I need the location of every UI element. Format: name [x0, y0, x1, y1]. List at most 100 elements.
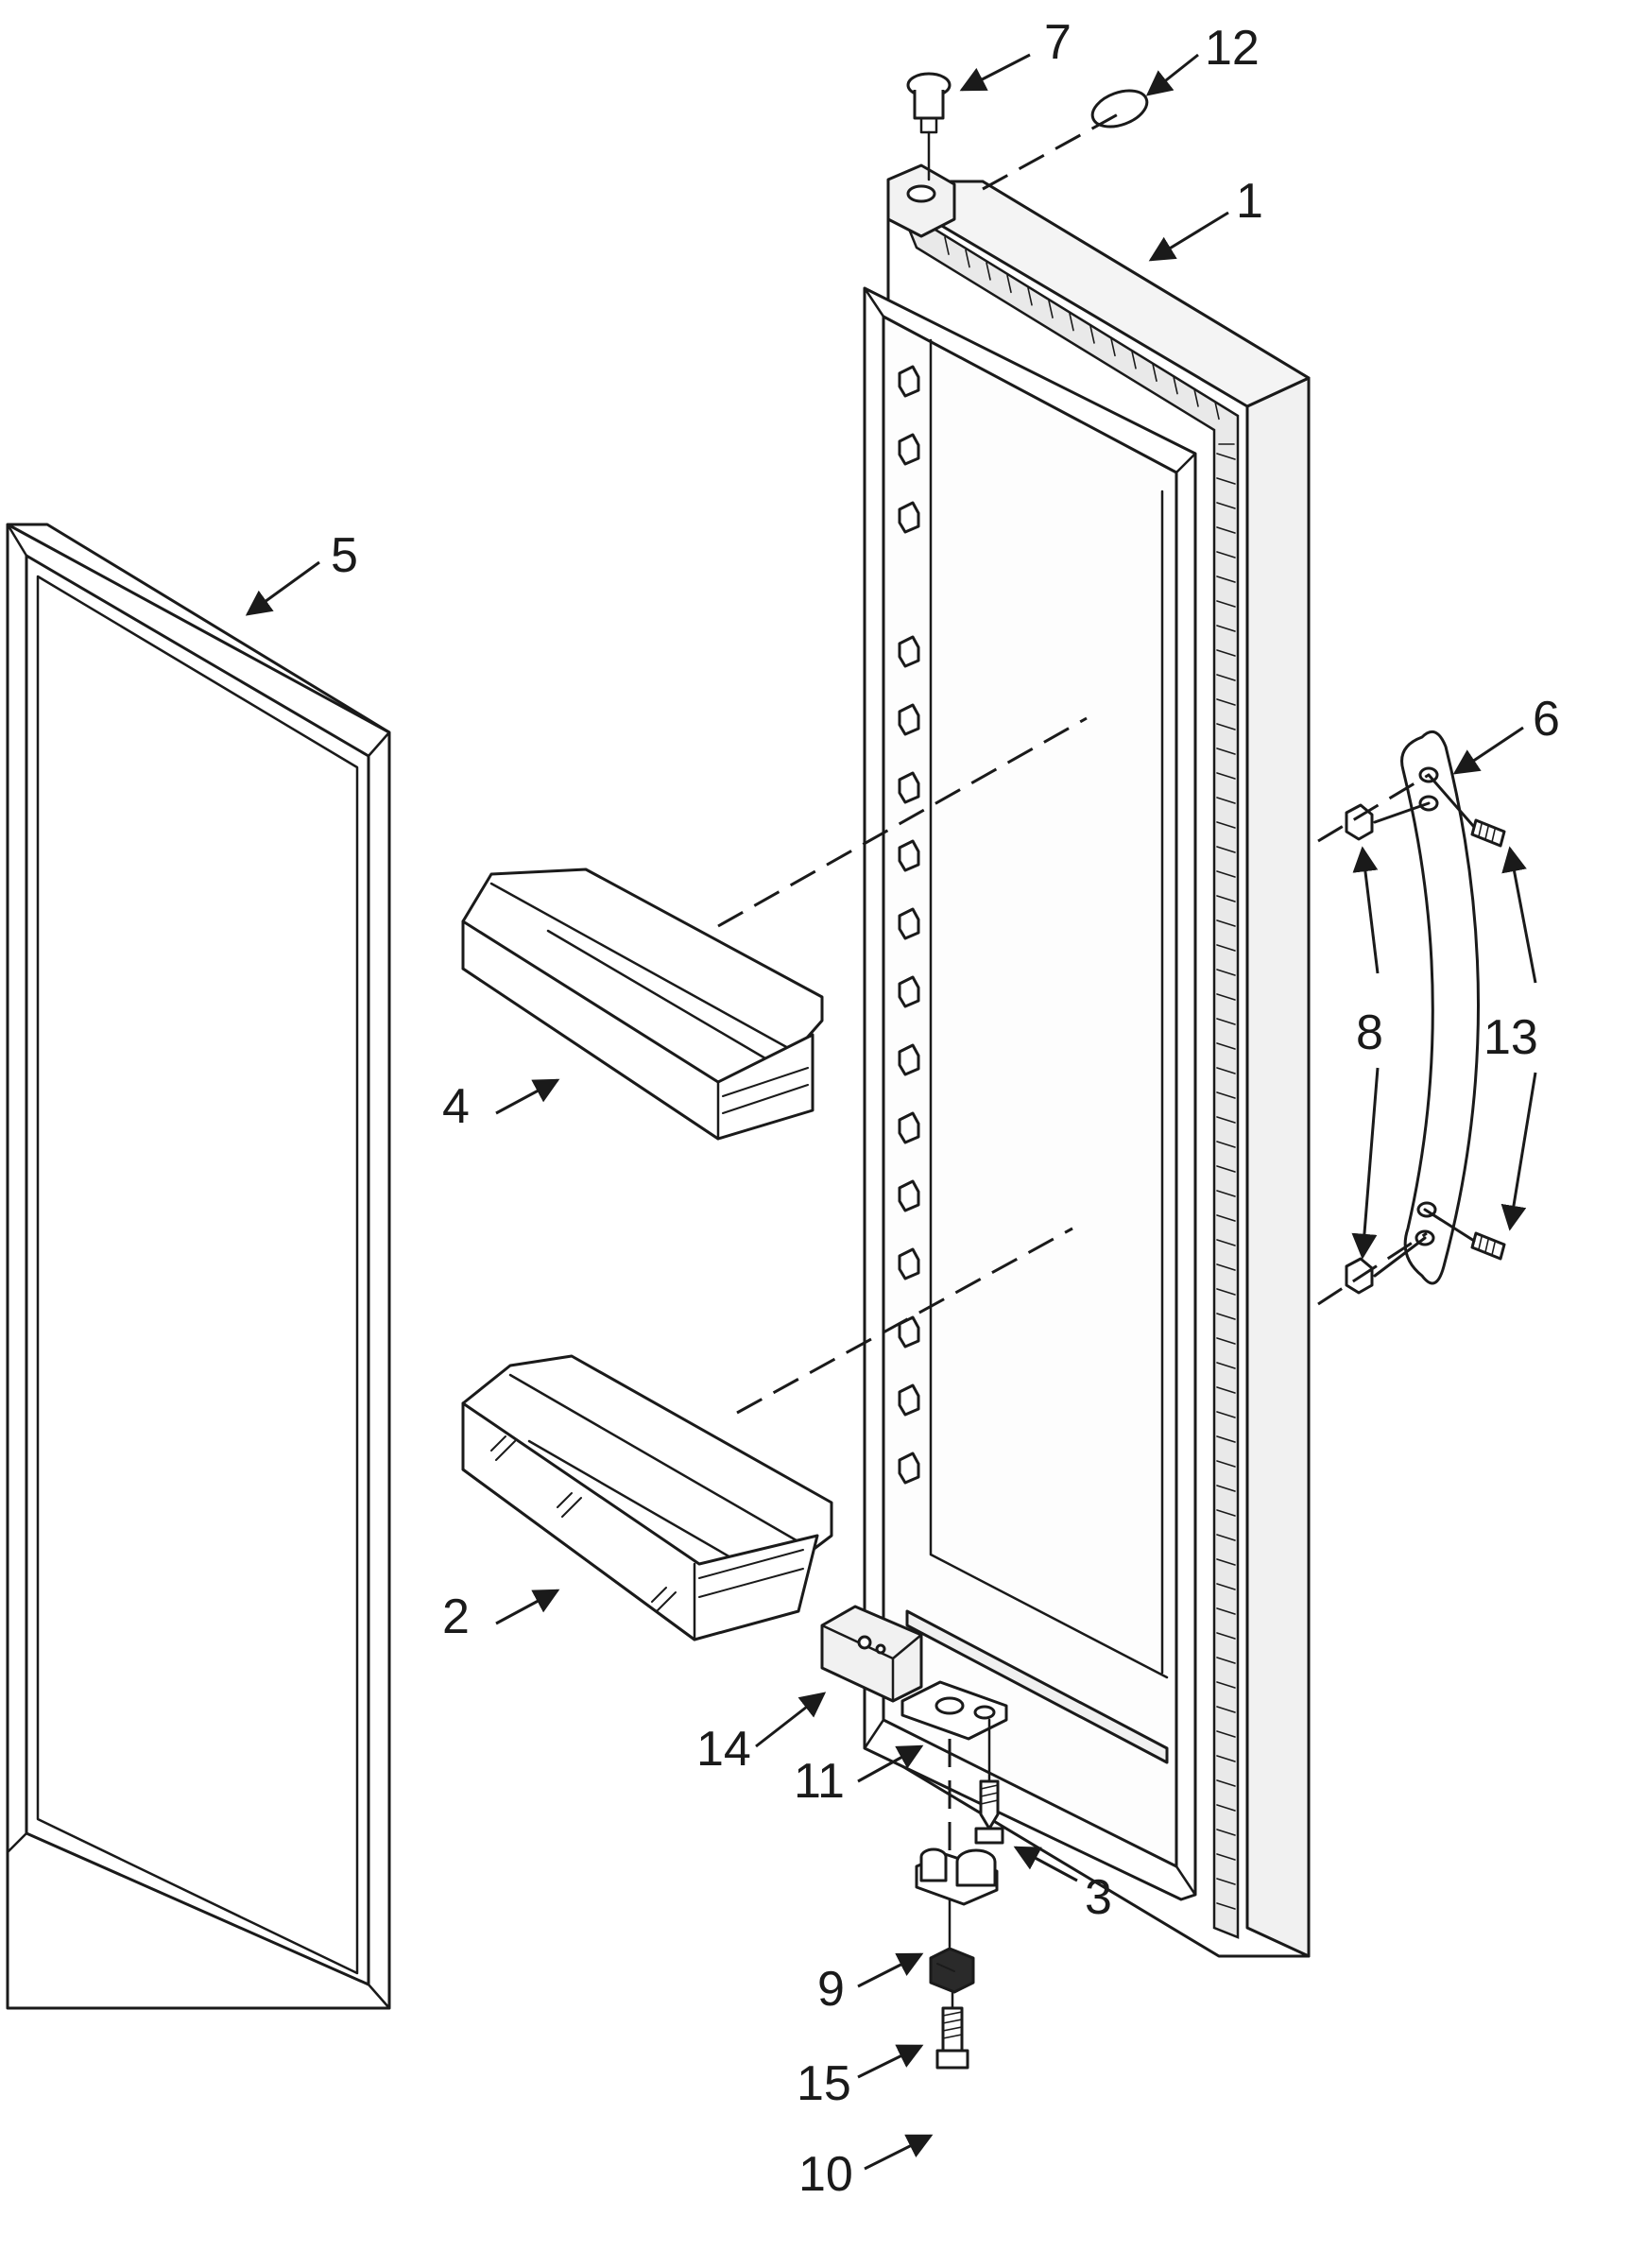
gasket-hatch — [1216, 698, 1236, 706]
upper-door-bin-part — [461, 868, 824, 1141]
liner-tab — [898, 839, 920, 872]
gasket-hatch — [1216, 1018, 1236, 1025]
leader-arrow-14 — [755, 1692, 827, 1748]
gasket-hatch — [1216, 1730, 1236, 1738]
liner-tab — [898, 975, 920, 1008]
gasket-hatch — [1006, 274, 1012, 294]
gasket-hatch — [1216, 747, 1236, 755]
gasket-hatch — [1216, 1116, 1236, 1124]
gasket-hatch — [1216, 1214, 1236, 1222]
door-handle-part — [1400, 730, 1480, 1285]
gasket-hatch — [1216, 1460, 1236, 1468]
liner-tab — [898, 1383, 920, 1417]
gasket-hatch — [1216, 723, 1236, 730]
leader-arrow-10 — [864, 2134, 934, 2171]
gasket-hatch — [1216, 1485, 1236, 1492]
callout-8: 8 — [1356, 1005, 1383, 1060]
liner-tab — [898, 365, 920, 398]
set-screw-upper-part — [1470, 818, 1506, 848]
callout-labels: 1 2 3 4 5 6 7 8 9 10 11 12 13 14 15 — [331, 15, 1560, 2202]
gasket-hatch — [1216, 1829, 1236, 1836]
gasket-hatch — [1027, 286, 1033, 306]
gasket-hatch — [1216, 1902, 1236, 1910]
leader-arrow-2 — [495, 1589, 560, 1625]
callout-5: 5 — [331, 528, 358, 583]
callout-leader-arrows — [245, 53, 1537, 2171]
gasket-hatch — [1216, 919, 1236, 927]
gasket-hatch — [1216, 1558, 1236, 1566]
gasket-hatch — [965, 249, 970, 268]
callout-10: 10 — [798, 2147, 853, 2202]
leader-arrow-8b — [1351, 1067, 1380, 1260]
leader-arrow-11 — [857, 1744, 924, 1783]
callout-12: 12 — [1205, 21, 1260, 76]
gasket-hatch — [1216, 1853, 1236, 1861]
leader-arrow-13a — [1501, 846, 1537, 984]
gasket-hatch — [1216, 1706, 1236, 1713]
liner-tab — [898, 771, 920, 804]
gasket-hatch — [1216, 1755, 1236, 1762]
callout-2: 2 — [442, 1589, 470, 1644]
gasket-hatch — [1216, 944, 1236, 952]
gasket-hatch — [1216, 895, 1236, 902]
lower-door-bin-part — [461, 1354, 833, 1641]
leader-arrow-15 — [857, 2044, 924, 2079]
assembly-dashed-lines — [717, 112, 1476, 1852]
gasket-hatch — [1216, 772, 1236, 780]
gasket-hatch — [1216, 1362, 1236, 1369]
gasket-hatch — [1048, 300, 1054, 318]
gasket-hatch — [986, 262, 991, 281]
gasket-hatch — [1216, 600, 1236, 608]
hinge-cap-plug-part — [1090, 89, 1149, 129]
liner-tab — [898, 703, 920, 736]
liner-tab — [898, 635, 920, 668]
leader-arrow-6 — [1452, 726, 1524, 775]
gasket-hatch — [1216, 1386, 1236, 1394]
gasket-hatch — [1216, 526, 1236, 534]
leader-arrow-9 — [857, 1952, 924, 1988]
leader-arrow-1 — [1148, 211, 1229, 262]
gasket-hatch — [1216, 625, 1236, 632]
gasket-hatch — [1069, 312, 1074, 332]
liner-tab — [898, 1247, 920, 1280]
gasket-hatch — [1216, 1165, 1236, 1173]
gasket-hatch — [1216, 674, 1236, 681]
gasket-hatch — [1216, 1042, 1236, 1050]
callout-15: 15 — [797, 2056, 851, 2111]
liner-tab — [898, 1452, 920, 1485]
gasket-hatch — [1216, 1288, 1236, 1296]
gasket-hatch — [1216, 1681, 1236, 1689]
gasket-hatch — [1173, 375, 1178, 395]
leader-arrow-4 — [495, 1078, 560, 1115]
gasket-hatch — [1216, 453, 1236, 460]
gasket-hatch — [1216, 993, 1236, 1001]
callout-6: 6 — [1533, 692, 1560, 747]
gasket-hatch — [1152, 363, 1157, 382]
gasket-hatch — [1110, 337, 1116, 357]
gasket-hatch — [1216, 821, 1236, 829]
gasket-hatch — [1216, 1141, 1236, 1148]
gasket-hatch — [1216, 1239, 1236, 1246]
gasket-hatch — [1216, 1190, 1236, 1197]
leader-arrow-8a — [1352, 846, 1380, 974]
gasket-hatch — [1216, 969, 1236, 976]
gasket-hatch — [1216, 1607, 1236, 1615]
door-gasket-part — [6, 523, 391, 2010]
gasket-hatch — [1216, 551, 1236, 558]
gasket-hatch — [1216, 1435, 1236, 1443]
gasket-hatch — [1216, 1337, 1236, 1345]
leader-arrow-7 — [959, 53, 1031, 92]
callout-11: 11 — [794, 1754, 845, 1809]
callout-13: 13 — [1483, 1010, 1538, 1065]
gasket-hatch — [1216, 1067, 1236, 1074]
gasket-hatch — [1216, 502, 1236, 509]
gasket-hatch — [1131, 350, 1137, 369]
leader-arrow-13b — [1500, 1072, 1537, 1231]
liner-tab-row — [898, 365, 920, 1485]
gasket-hatch — [1216, 1534, 1236, 1541]
liner-tab — [898, 433, 920, 466]
hinge-shim-part — [900, 1680, 1008, 1741]
callout-14: 14 — [696, 1722, 751, 1777]
gasket-hatch — [1216, 1091, 1236, 1099]
gasket-hatch — [1216, 797, 1236, 804]
